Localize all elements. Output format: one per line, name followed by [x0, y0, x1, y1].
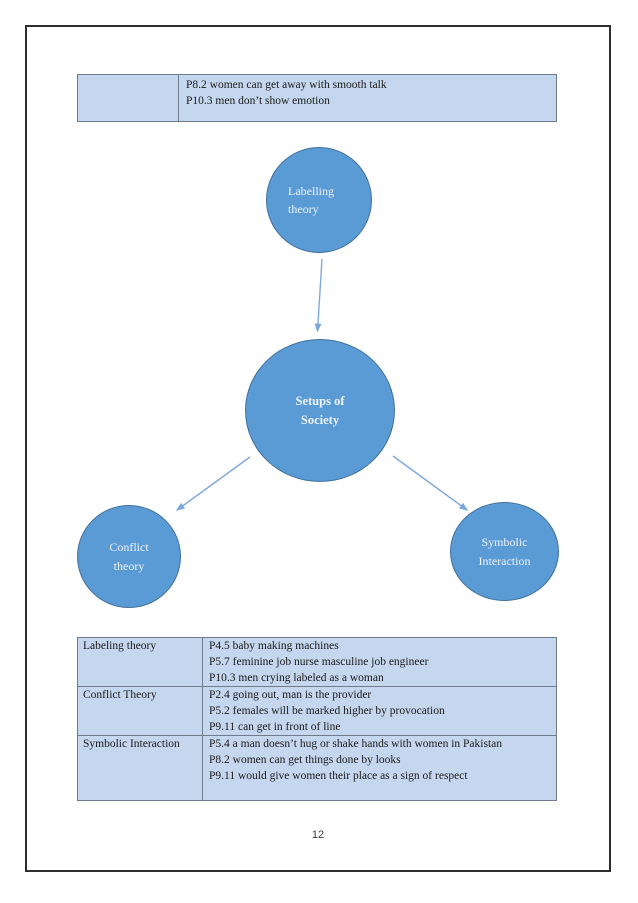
node-label-line: theory: [288, 202, 319, 216]
node-label-line: theory: [113, 558, 145, 573]
node-symbolic-interaction: Symbolic Interaction: [450, 502, 559, 601]
theory-name-cell: Labeling theory: [78, 638, 203, 686]
table-row: Conflict Theory P2.4 going out, man is t…: [78, 686, 556, 735]
node-label-line: Conflict: [109, 540, 149, 554]
theory-name-cell: Symbolic Interaction: [78, 736, 203, 800]
node-labelling-theory: Labelling theory: [266, 147, 372, 253]
table-row: Symbolic Interaction P5.4 a man doesn’t …: [78, 735, 556, 800]
node-label-line: Setups of: [295, 394, 345, 408]
point-line: P5.4 a man doesn’t hug or shake hands wi…: [209, 738, 503, 750]
quote-line: P10.3 men don’t show emotion: [186, 95, 330, 107]
theory-name-cell: Conflict Theory: [78, 687, 203, 735]
quotes-table-content-cell: P8.2 women can get away with smooth talk…: [179, 75, 556, 121]
theory-points-cell: P5.4 a man doesn’t hug or shake hands wi…: [203, 736, 556, 800]
point-line: P5.2 females will be marked higher by pr…: [209, 705, 445, 717]
node-label-line: Society: [300, 412, 340, 427]
table-row: Labeling theory P4.5 baby making machine…: [78, 638, 556, 686]
node-setups-of-society: Setups of Society: [245, 339, 395, 482]
point-line: P10.3 men crying labeled as a woman: [209, 672, 384, 684]
point-line: P9.11 would give women their place as a …: [209, 770, 468, 782]
node-label-line: Labelling: [288, 183, 334, 198]
point-line: P5.7 feminine job nurse masculine job en…: [209, 656, 429, 668]
point-line: P9.11 can get in front of line: [209, 721, 341, 733]
node-label-line: Symbolic: [481, 535, 528, 549]
quote-line: P8.2 women can get away with smooth talk: [186, 79, 387, 91]
point-line: P8.2 women can get things done by looks: [209, 754, 401, 766]
quotes-table-empty-cell: [78, 75, 179, 121]
node-conflict-theory: Conflict theory: [77, 505, 181, 608]
page-border-frame: [25, 25, 611, 872]
point-line: P2.4 going out, man is the provider: [209, 689, 372, 701]
page-number: 12: [311, 829, 325, 841]
quotes-table: P8.2 women can get away with smooth talk…: [77, 74, 557, 122]
theories-table: Labeling theory P4.5 baby making machine…: [77, 637, 557, 801]
theory-points-cell: P2.4 going out, man is the provider P5.2…: [203, 687, 556, 735]
theory-points-cell: P4.5 baby making machines P5.7 feminine …: [203, 638, 556, 686]
node-label-line: Interaction: [478, 553, 531, 568]
point-line: P4.5 baby making machines: [209, 640, 339, 652]
